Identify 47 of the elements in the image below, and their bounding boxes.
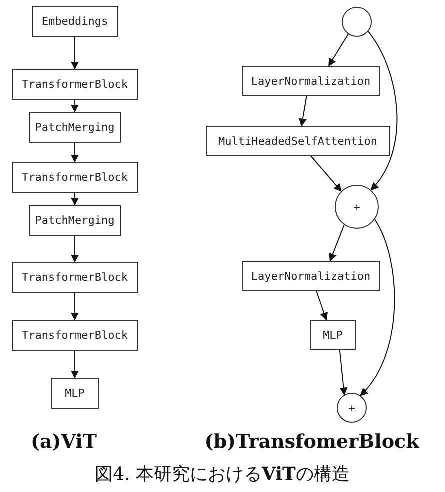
arrow: [71, 100, 79, 113]
arrow: [71, 192, 79, 206]
node-label: MultiHeadedSelfAttention: [218, 134, 378, 148]
arrow: [339, 350, 348, 396]
subfigure-label: (a)ViT: [30, 431, 98, 453]
arrow: [71, 236, 79, 263]
node-label: TransformerBlock: [22, 329, 128, 342]
arrow: [368, 31, 398, 191]
sum-circle: [337, 393, 367, 423]
arrow: [316, 290, 328, 321]
arrow: [310, 156, 342, 192]
process-box: [242, 261, 380, 291]
arrow: [71, 350, 79, 379]
process-box: [206, 126, 390, 156]
process-box: [310, 320, 356, 350]
subfigure-label: (b)TransfomerBlock: [204, 431, 420, 453]
process-box: [12, 69, 138, 100]
node-label: LayerNormalization: [251, 74, 371, 88]
node-label: TransformerBlock: [22, 271, 128, 284]
input-circle: [342, 7, 372, 37]
arrow: [71, 142, 79, 163]
node-label: PatchMerging: [35, 214, 115, 227]
arrow: [71, 36, 79, 70]
process-box: [12, 320, 138, 351]
arrow: [360, 219, 396, 396]
process-box: [12, 162, 138, 193]
node-label: TransformerBlock: [22, 78, 128, 91]
sum-circle: [335, 185, 379, 229]
process-box: [51, 378, 99, 409]
figure-caption: 図4. 本研究におけるViTの構造: [94, 463, 351, 486]
arrow: [329, 224, 345, 262]
process-box: [12, 262, 138, 293]
node-label: PatchMerging: [35, 121, 115, 134]
node-label: +: [348, 402, 356, 414]
node-label: MLP: [65, 387, 85, 400]
process-box: [242, 66, 380, 96]
node-label: Embeddings: [42, 15, 108, 28]
node-label: TransformerBlock: [22, 171, 128, 184]
process-box: [29, 112, 121, 143]
arrow: [328, 34, 349, 67]
arrow: [71, 292, 79, 321]
node-label: LayerNormalization: [251, 270, 371, 282]
process-box: [29, 205, 121, 236]
process-box: [32, 6, 118, 37]
node-label: +: [354, 200, 360, 214]
arrow: [298, 96, 308, 127]
node-label: MLP: [323, 328, 343, 342]
